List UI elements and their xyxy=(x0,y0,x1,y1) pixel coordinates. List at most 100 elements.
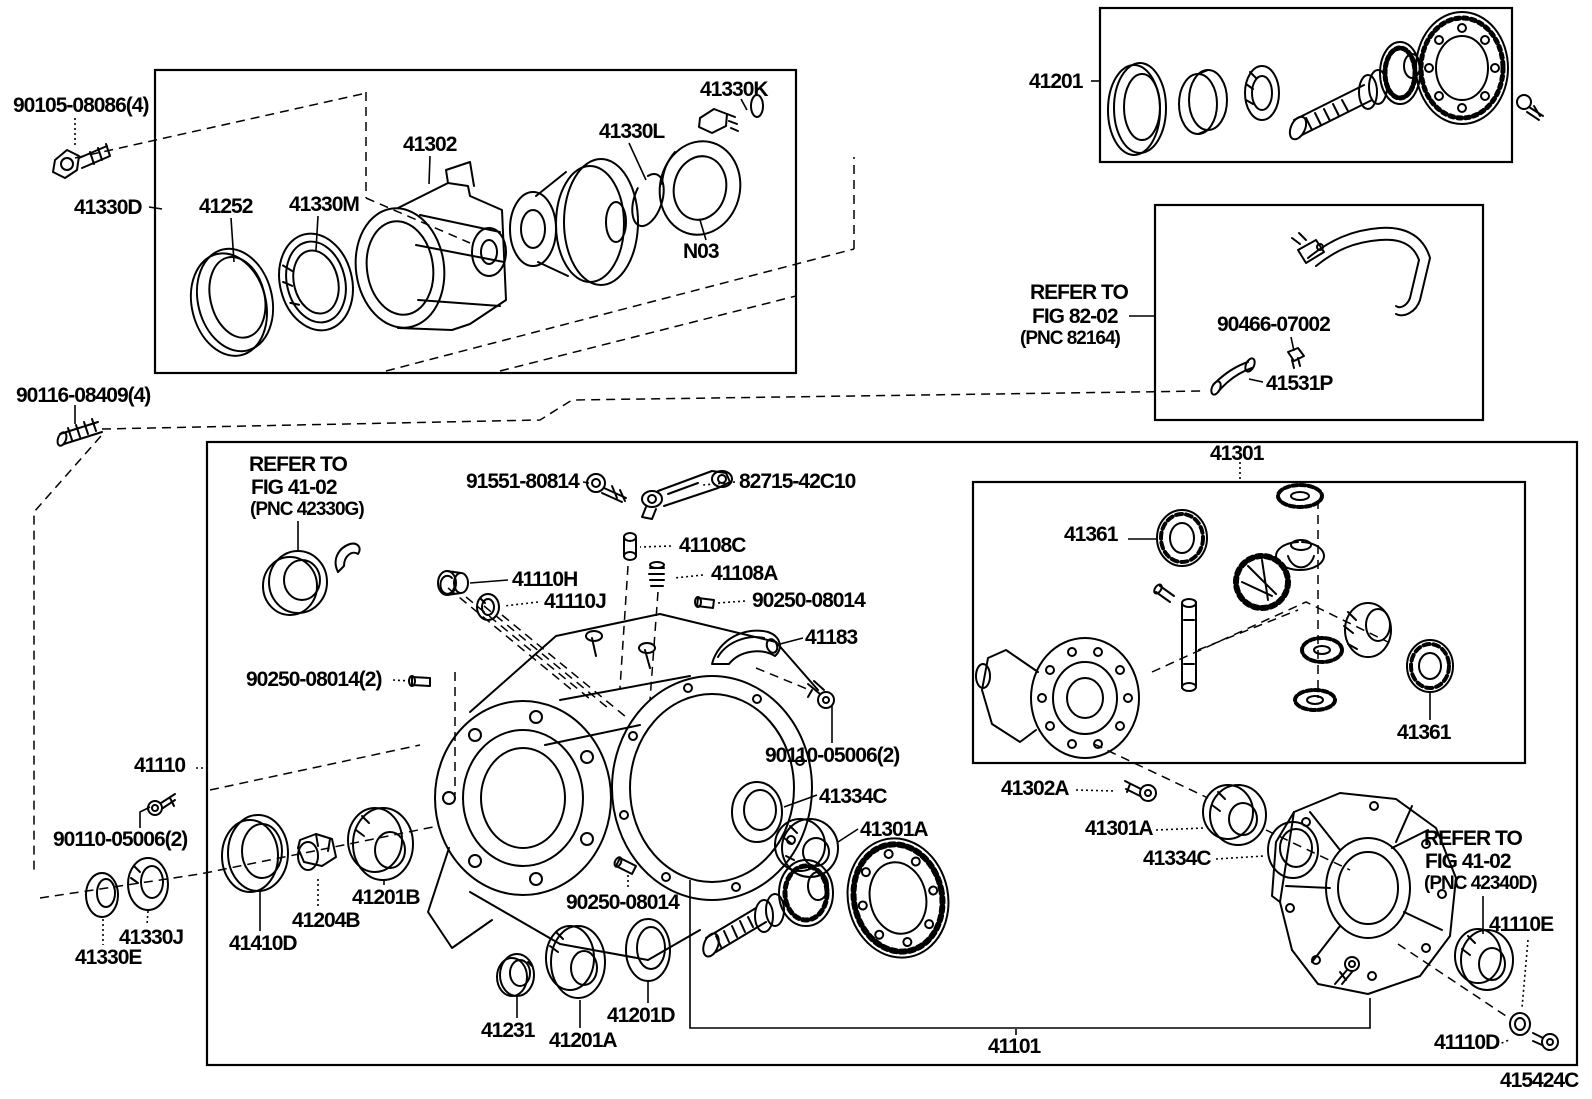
part-carrier-housing xyxy=(427,613,819,961)
part-bearing-retainer-cover xyxy=(1271,792,1457,995)
part-N03-seal xyxy=(658,140,742,236)
part-coupling xyxy=(509,158,639,286)
part-41110H-plug xyxy=(437,570,469,596)
part-washer xyxy=(1107,62,1167,156)
part-label-41183[interactable]: 41183 xyxy=(805,626,858,649)
part-diff-case xyxy=(975,637,1140,759)
note-refer-to: REFER TO xyxy=(1424,827,1523,850)
figure-code-415424c: 415424C xyxy=(1500,1069,1579,1092)
note-pnc-82164: (PNC 82164) xyxy=(1020,328,1121,349)
part-label-41110j[interactable]: 41110J xyxy=(544,590,607,613)
box-carrier-main xyxy=(85,440,1579,1067)
part-gear-bolt xyxy=(1516,94,1544,121)
note-fig-41-02: FIG 41-02 xyxy=(1425,850,1512,873)
part-label-41330e[interactable]: 41330E xyxy=(75,946,142,969)
part-label-41108a[interactable]: 41108A xyxy=(711,562,778,585)
part-label-41252[interactable]: 41252 xyxy=(199,195,253,218)
note-pnc-42330g: (PNC 42330G) xyxy=(250,499,365,520)
part-label-41361[interactable]: 41361 xyxy=(1397,721,1451,744)
part-label-41301a[interactable]: 41301A xyxy=(1085,817,1154,840)
part-label-41101[interactable]: 41101 xyxy=(988,1035,1041,1058)
construction-lines xyxy=(33,92,1507,1017)
part-label-41302[interactable]: 41302 xyxy=(403,133,457,156)
note-fig-41-02: FIG 41-02 xyxy=(251,476,338,499)
part-41330E-ring xyxy=(85,872,119,918)
part-drive-pinion-lower xyxy=(702,859,834,958)
part-41231-seal xyxy=(496,953,535,997)
note-pnc-42340d: (PNC 42340D) xyxy=(1424,873,1538,894)
part-41108A-spring xyxy=(648,561,665,587)
part-41330K-plug xyxy=(698,94,764,134)
part-41204B-nut xyxy=(297,833,337,871)
part-41301A-right-bearing xyxy=(1202,784,1267,846)
part-label-82715-42c10[interactable]: 82715-42C10 xyxy=(739,470,856,493)
part-41201B-bearing xyxy=(347,807,414,881)
part-label-41201d[interactable]: 41201D xyxy=(607,1004,676,1027)
part-label-90116-08409-4[interactable]: 90116-08409(4) xyxy=(16,384,151,407)
part-41110E-bearing xyxy=(1454,928,1514,991)
part-label-41201a[interactable]: 41201A xyxy=(549,1029,618,1052)
part-pinion-shaft-pin xyxy=(1181,598,1197,692)
part-82715-arm xyxy=(641,470,733,520)
part-label-41108c[interactable]: 41108C xyxy=(679,534,746,557)
part-label-90250-08014-2[interactable]: 90250-08014(2) xyxy=(246,668,382,691)
part-label-41110d[interactable]: 41110D xyxy=(1434,1031,1500,1054)
part-label-41330m[interactable]: 41330M xyxy=(289,193,360,216)
part-label-41201b[interactable]: 41201B xyxy=(352,886,421,909)
part-label-41330l[interactable]: 41330L xyxy=(599,120,665,143)
box-final-gear-kit xyxy=(1098,6,1544,164)
part-label-90110-05006-2[interactable]: 90110-05006(2) xyxy=(53,828,188,851)
part-label-41302a[interactable]: 41302A xyxy=(1001,777,1070,800)
part-breather-tube xyxy=(1291,226,1431,317)
part-label-41330k[interactable]: 41330K xyxy=(700,78,769,101)
part-label-41201[interactable]: 41201 xyxy=(1029,70,1083,93)
part-pinion-bearing xyxy=(1244,65,1280,121)
part-41410D-seal xyxy=(221,814,289,893)
part-label-90110-05006-2[interactable]: 90110-05006(2) xyxy=(765,744,900,767)
note-refer-to: REFER TO xyxy=(1030,281,1129,304)
leader-lines xyxy=(74,80,1529,1046)
part-label-41301[interactable]: 41301 xyxy=(1210,442,1264,465)
part-41330M-race xyxy=(278,232,354,332)
part-label-41330j[interactable]: 41330J xyxy=(119,926,184,949)
part-41361-washer-left xyxy=(1156,509,1208,567)
part-90466-clamp xyxy=(1287,347,1305,369)
part-label-41531p[interactable]: 41531P xyxy=(1266,372,1333,395)
part-label-41110e[interactable]: 41110E xyxy=(1489,913,1554,936)
part-label-90105-08086-4[interactable]: 90105-08086(4) xyxy=(13,94,149,117)
part-90250-pin-bottom xyxy=(613,856,637,875)
part-41108C-pin xyxy=(623,532,637,561)
part-label-41110[interactable]: 41110 xyxy=(134,754,186,777)
part-spider-gear-set xyxy=(1233,483,1392,712)
part-90105-bolt xyxy=(52,143,111,179)
part-label-41410d[interactable]: 41410D xyxy=(229,932,298,955)
part-label-41110h[interactable]: 41110H xyxy=(512,568,578,591)
part-cover-bolt-1 xyxy=(1334,956,1360,985)
box-extension-housing xyxy=(153,68,798,375)
part-label-41204b[interactable]: 41204B xyxy=(292,909,361,932)
part-label-90250-08014[interactable]: 90250-08014 xyxy=(752,589,866,612)
note-fig-82-02: FIG 82-02 xyxy=(1032,305,1119,328)
part-label-41334c[interactable]: 41334C xyxy=(819,785,888,808)
part-label-41361[interactable]: 41361 xyxy=(1064,523,1118,546)
part-41201A-bearing xyxy=(545,925,606,999)
part-41301A-left-bearing xyxy=(774,818,839,878)
part-ring-gear xyxy=(1415,11,1509,125)
part-label-90466-07002[interactable]: 90466-07002 xyxy=(1217,313,1331,336)
part-41110D-bolt xyxy=(1532,1032,1559,1051)
part-90116-stud xyxy=(56,418,103,447)
part-90250-pin-top xyxy=(694,596,715,609)
part-straight-pin xyxy=(1153,583,1175,603)
part-label-41334c[interactable]: 41334C xyxy=(1143,847,1212,870)
part-41334C-left xyxy=(731,781,783,843)
box-breather xyxy=(1153,203,1485,422)
note-refer-to: REFER TO xyxy=(249,453,348,476)
part-label-41301a[interactable]: 41301A xyxy=(860,818,929,841)
part-label-n03[interactable]: N03 xyxy=(683,240,720,263)
part-label-91551-80814[interactable]: 91551-80814 xyxy=(466,470,580,493)
part-41201D-ring xyxy=(625,918,671,982)
part-label-41330d[interactable]: 41330D xyxy=(74,196,143,219)
part-label-90250-08014[interactable]: 90250-08014 xyxy=(566,891,680,914)
part-label-41231[interactable]: 41231 xyxy=(481,1019,535,1042)
